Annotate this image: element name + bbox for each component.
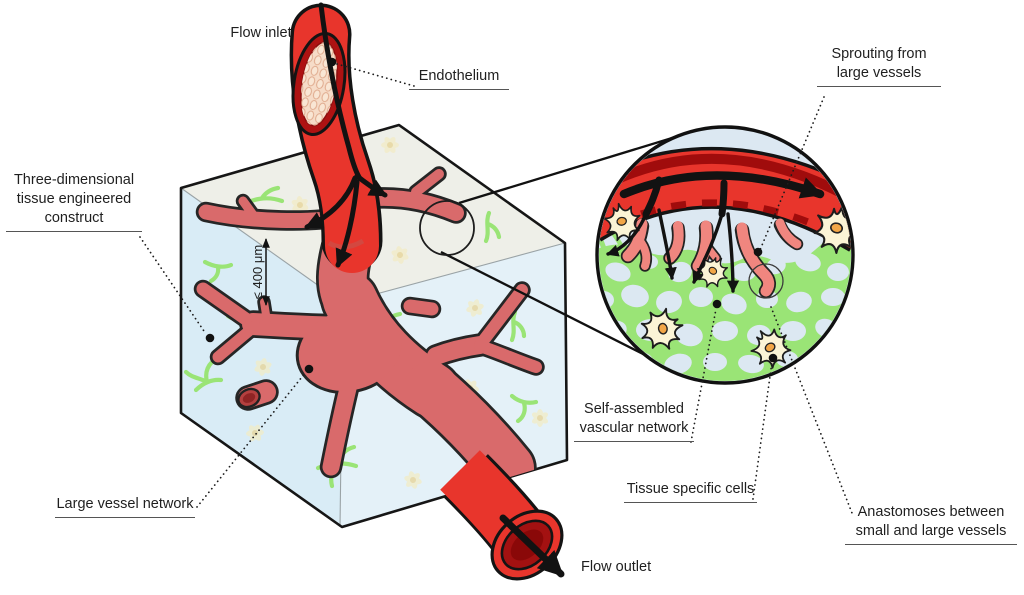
construct-line2: tissue engineered — [16, 191, 132, 207]
construct-line3: construct — [44, 210, 104, 226]
sprouting-dot — [753, 247, 763, 257]
anastomosis-circle — [748, 263, 784, 299]
construct-label: Three-dimensional tissue engineered cons… — [6, 171, 142, 232]
magnifier-cone-lower — [440, 250, 648, 358]
magnifier-callout — [419, 129, 696, 358]
flow-inlet-label: Flow inlet — [220, 24, 302, 43]
endothelium-label: Endothelium — [409, 67, 509, 90]
magnified-content — [599, 146, 851, 381]
tissue-cells-dot — [768, 353, 778, 363]
flow-outlet-label: Flow outlet — [581, 558, 681, 577]
endothelium-dot — [327, 57, 337, 67]
large-vessel-dot — [304, 364, 314, 374]
tissue-cells-text: Tissue specific cells — [626, 481, 755, 497]
size-annotation-text: ≤ 400 μm — [250, 244, 265, 300]
flow-arrows — [304, 2, 565, 578]
anastomoses-line2: small and large vessels — [855, 523, 1007, 539]
size-annotation-label: ≤ 400 μm — [248, 234, 265, 310]
construct-dot — [205, 333, 215, 343]
magnifier-cone-upper — [458, 129, 696, 205]
cube-outline — [179, 123, 569, 529]
large-vessel-label: Large vessel network — [55, 495, 195, 518]
cube-left-face — [181, 188, 343, 527]
sprouting-label: Sprouting from large vessels — [817, 45, 941, 87]
construct-line1: Three-dimensional — [13, 172, 135, 188]
self-assembled-dot — [712, 299, 722, 309]
vessel-stub-opening — [237, 387, 261, 409]
flow-inlet-arrow-line — [318, 2, 362, 180]
self-assembled-label: Self-assembled vascular network — [574, 400, 694, 442]
large-vessel-text: Large vessel network — [56, 496, 194, 512]
sprouting-line2: large vessels — [836, 65, 922, 81]
tissue-cells-label: Tissue specific cells — [624, 480, 757, 503]
flow-outlet-arrow — [499, 514, 565, 578]
anastomoses-line1: Anastomoses between — [857, 504, 1005, 520]
self-assembled-line2: vascular network — [579, 420, 689, 436]
self-assembled-line1: Self-assembled — [584, 401, 684, 417]
flow-outlet-text: Flow outlet — [581, 559, 652, 575]
endothelium-text: Endothelium — [418, 68, 500, 84]
vessel-hub — [298, 309, 402, 391]
magnified-view — [595, 125, 855, 385]
large-vessel-network — [193, 166, 545, 497]
magnified-flow-arrows — [606, 171, 825, 293]
leader-dots — [205, 57, 778, 374]
vessel-sprouts — [620, 218, 804, 299]
anastomoses-label: Anastomoses between small and large vess… — [845, 503, 1017, 545]
magnifier-source-circle — [419, 200, 475, 256]
sprouting-line1: Sprouting from — [831, 46, 927, 62]
leader-lines — [139, 63, 853, 514]
flow-inlet-text: Flow inlet — [230, 25, 292, 41]
